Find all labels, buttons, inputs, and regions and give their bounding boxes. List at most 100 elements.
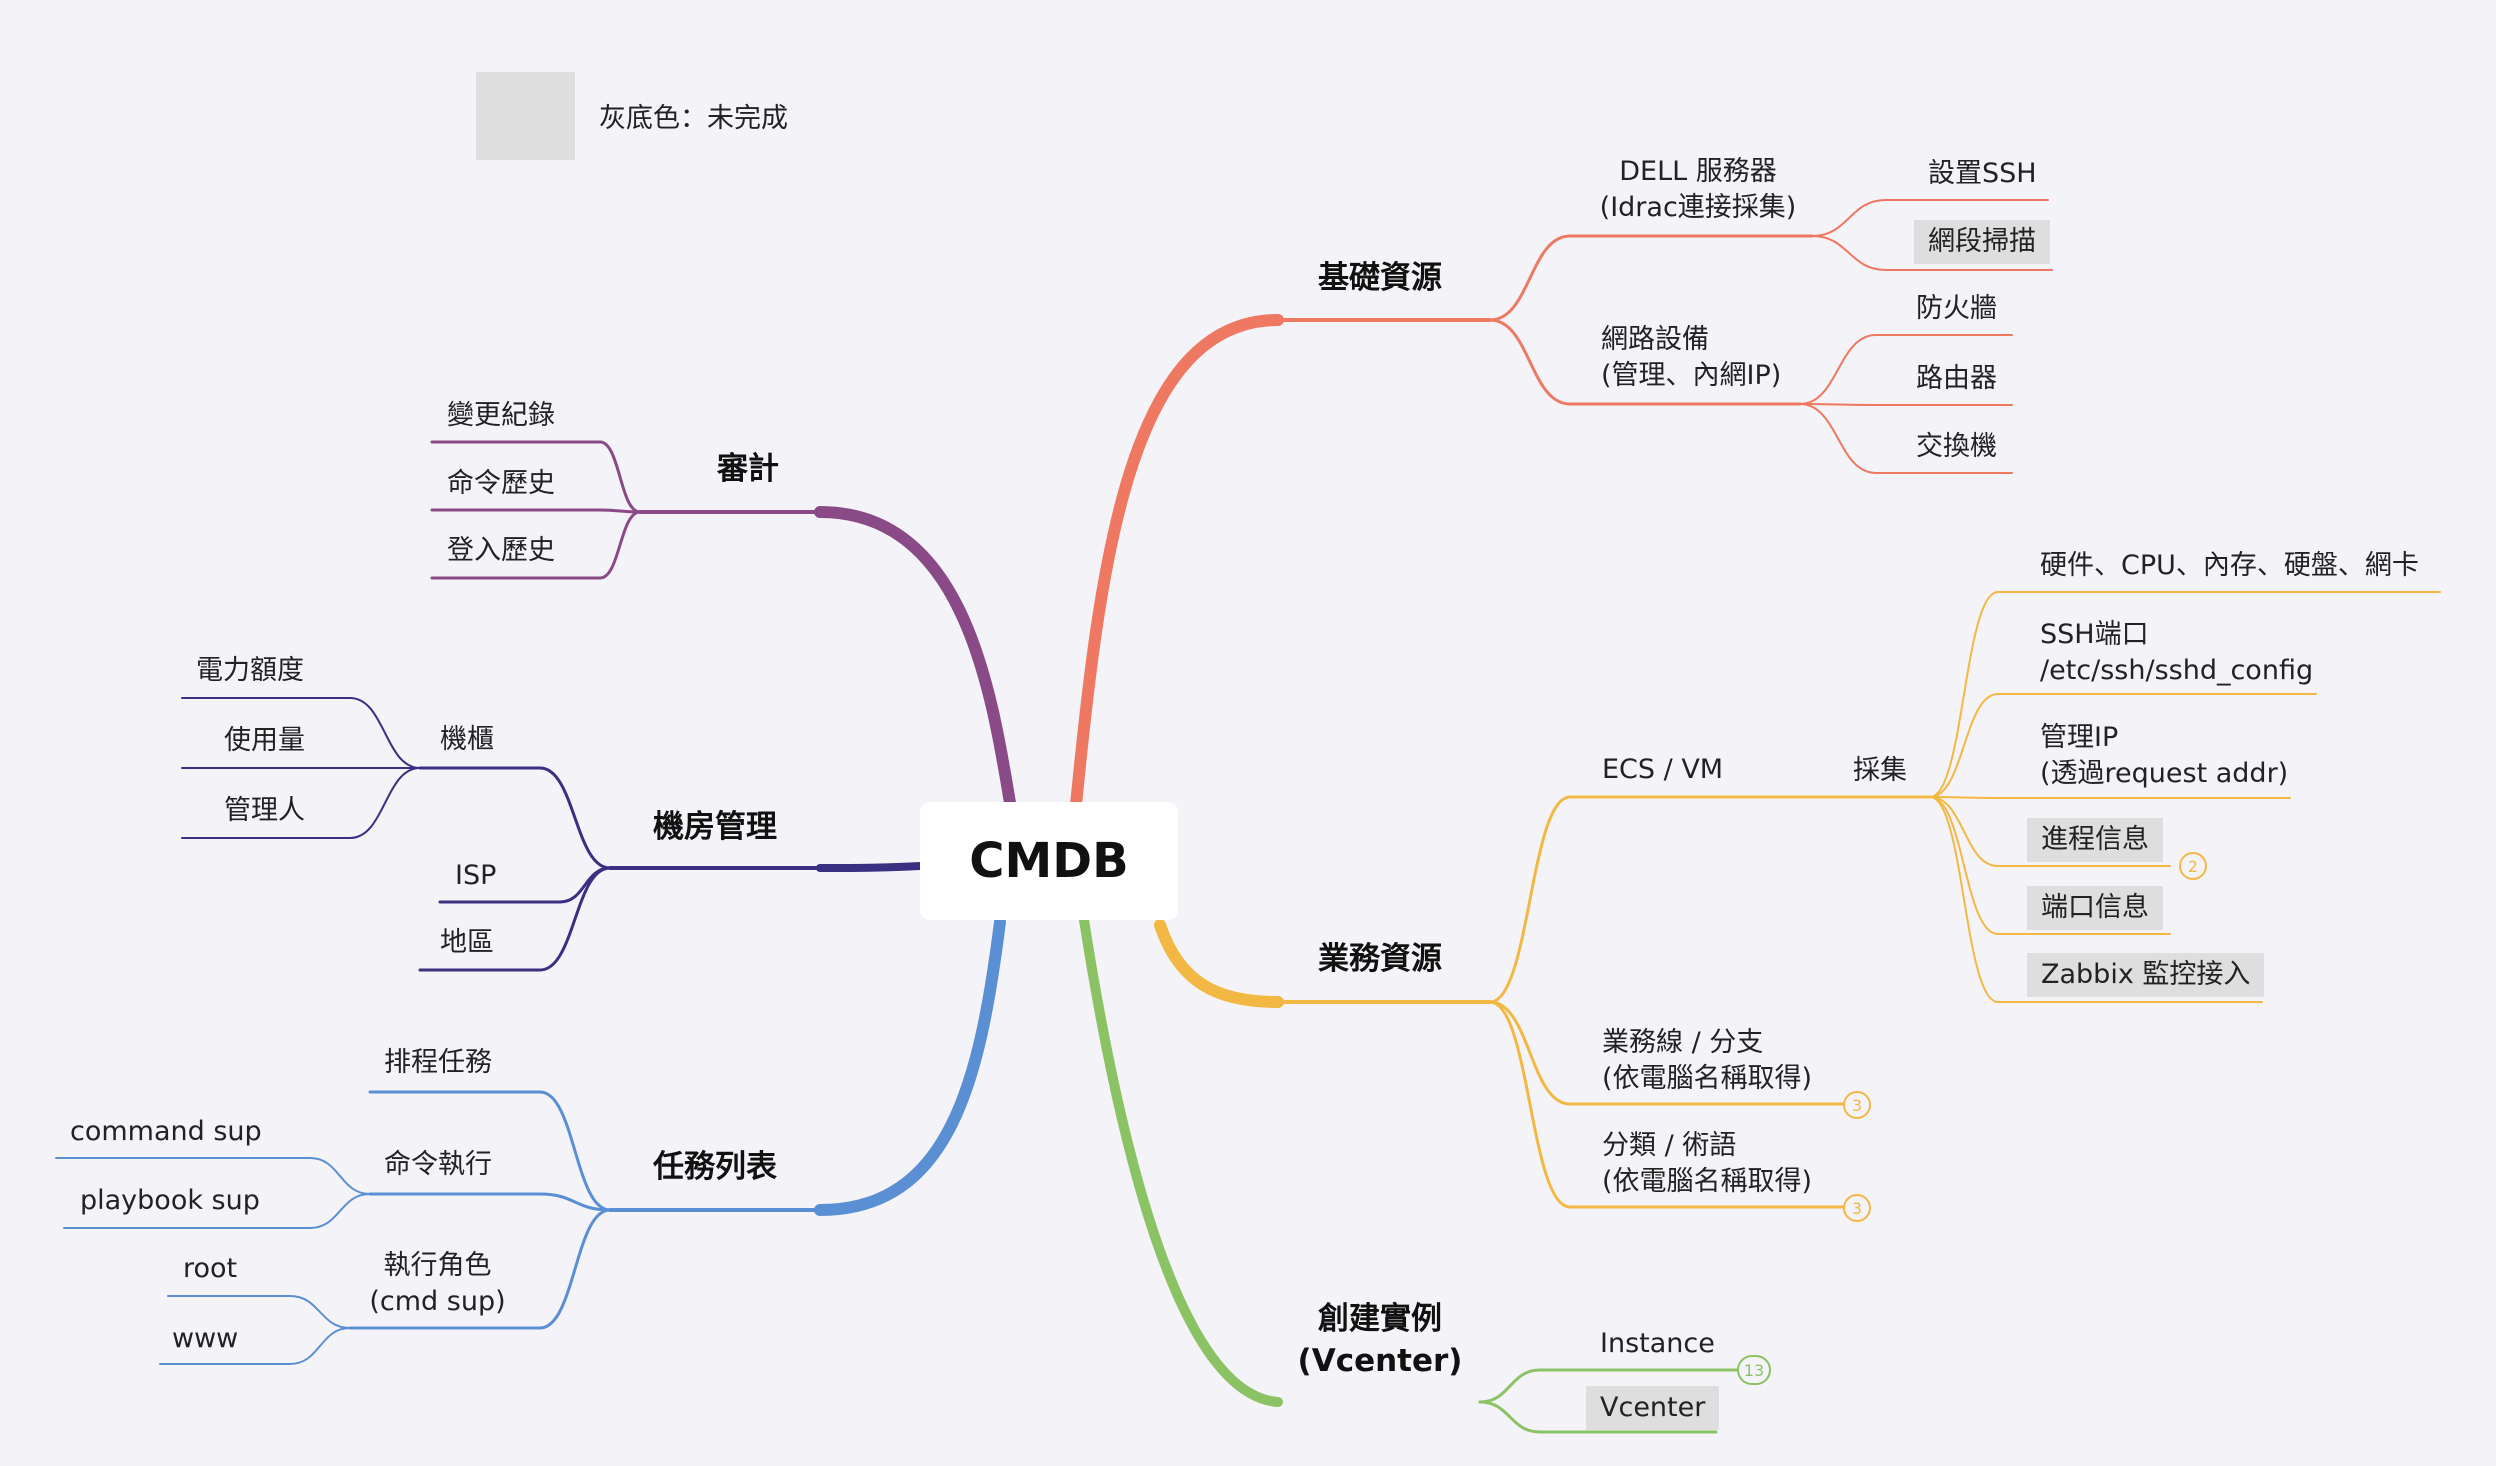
dc-region-connector <box>538 866 612 972</box>
audit-change-connector <box>598 440 642 514</box>
infra-ssh-connector <box>1811 199 1887 237</box>
node-firewall[interactable]: 防火牆 <box>1916 293 1997 324</box>
node-playbook-sup[interactable]: playbook sup <box>80 1185 260 1216</box>
node-category-line2: (依電腦名稱取得) <box>1602 1166 1813 1197</box>
node-create-instance[interactable]: 創建實例 (Vcenter) <box>1280 1298 1480 1382</box>
node-ssh-port-line1: SSH端口 <box>2040 619 2149 650</box>
node-region[interactable]: 地區 <box>440 927 494 958</box>
node-tasks[interactable]: 任務列表 <box>653 1149 777 1185</box>
node-power-quota[interactable]: 電力額度 <box>196 655 304 686</box>
branch-tasks-line <box>814 916 1006 1216</box>
node-create-instance-line2: (Vcenter) <box>1297 1343 1463 1379</box>
branch-audit-line <box>814 506 1016 809</box>
node-usage[interactable]: 使用量 <box>224 725 305 756</box>
node-exec-role-line1: 執行角色 <box>383 1250 492 1281</box>
node-vcenter[interactable]: Vcenter <box>1586 1386 1720 1430</box>
node-command-history[interactable]: 命令歷史 <box>447 468 555 499</box>
node-router[interactable]: 路由器 <box>1916 363 1997 394</box>
business-category-connector <box>1488 1000 1572 1209</box>
node-business[interactable]: 業務資源 <box>1318 941 1442 977</box>
collect-process-connector <box>1929 796 1999 867</box>
node-process-info-count-badge[interactable]: 2 <box>2179 852 2207 880</box>
tasks-cmdsup-connector <box>309 1157 371 1195</box>
dc-rack-connector <box>538 766 612 870</box>
node-infra[interactable]: 基礎資源 <box>1318 260 1442 296</box>
node-mgmt-ip-line2: (透過request addr) <box>2040 758 2289 789</box>
node-collect[interactable]: 採集 <box>1853 755 1907 786</box>
collect-hardware-connector <box>1929 591 1999 798</box>
node-port-info[interactable]: 端口信息 <box>2027 886 2163 930</box>
node-switch[interactable]: 交換機 <box>1916 431 1997 462</box>
root-node[interactable]: CMDB <box>920 802 1178 920</box>
branch-business-line <box>1154 919 1284 1008</box>
collect-zabbix-connector <box>1929 796 1999 1003</box>
node-business-line-line2: (依電腦名稱取得) <box>1602 1063 1813 1094</box>
business-ecs-connector <box>1488 795 1572 1004</box>
node-ecs-vm[interactable]: ECS / VM <box>1602 754 1724 785</box>
dc-manager-connector <box>349 767 421 839</box>
branch-instance-line <box>1079 915 1283 1407</box>
node-business-line-line1: 業務線 / 分支 <box>1602 1027 1764 1058</box>
node-ssh-port-line2: /etc/ssh/sshd_config <box>2040 655 2314 686</box>
branch-infra-line <box>1070 314 1284 811</box>
legend-text: 灰底色：未完成 <box>599 103 788 134</box>
infra-network-connector <box>1488 318 1572 406</box>
node-exec-role-line2: (cmd sup) <box>369 1286 506 1317</box>
legend-swatch <box>476 72 575 160</box>
node-set-ssh[interactable]: 設置SSH <box>1928 158 2037 189</box>
tasks-www-connector <box>289 1327 351 1365</box>
node-hardware[interactable]: 硬件、CPU、內存、硬盤、網卡 <box>2040 550 2419 581</box>
node-category-line1: 分類 / 術語 <box>1602 1130 1737 1161</box>
node-network-device[interactable]: 網路設備 (管理、內網IP) <box>1601 322 1781 394</box>
node-rack[interactable]: 機櫃 <box>440 724 494 755</box>
node-login-history[interactable]: 登入歷史 <box>447 535 555 566</box>
node-dell-server-line1: DELL 服務器 <box>1619 156 1777 187</box>
tasks-root-connector <box>289 1295 351 1329</box>
node-category[interactable]: 分類 / 術語 (依電腦名稱取得) <box>1602 1128 1812 1200</box>
node-zabbix[interactable]: Zabbix 監控接入 <box>2027 953 2265 997</box>
collect-ssh-connector <box>1929 693 1999 798</box>
infra-firewall-connector <box>1799 334 1877 405</box>
node-mgmt-ip[interactable]: 管理IP (透過request addr) <box>2040 720 2288 792</box>
node-subnet-scan[interactable]: 網段掃描 <box>1914 220 2050 264</box>
node-command-exec[interactable]: 命令執行 <box>384 1149 492 1180</box>
infra-dell-connector <box>1488 234 1572 322</box>
node-category-count-badge[interactable]: 3 <box>1843 1194 1871 1222</box>
dc-isp-connector <box>558 866 612 904</box>
node-root[interactable]: root <box>183 1253 238 1284</box>
node-command-sup[interactable]: command sup <box>70 1116 262 1147</box>
node-create-instance-line1: 創建實例 <box>1318 1301 1442 1337</box>
node-scheduled-task[interactable]: 排程任務 <box>384 1047 492 1078</box>
audit-login-connector <box>598 510 642 580</box>
node-process-info[interactable]: 進程信息 <box>2027 818 2163 862</box>
node-audit[interactable]: 審計 <box>717 451 779 487</box>
node-isp[interactable]: ISP <box>455 860 497 891</box>
branch-datacenter-line <box>816 862 924 872</box>
node-www[interactable]: www <box>172 1323 239 1354</box>
node-exec-role[interactable]: 執行角色 (cmd sup) <box>350 1248 525 1320</box>
tasks-role-connector <box>538 1208 612 1330</box>
tasks-command-connector <box>538 1192 612 1212</box>
node-ssh-port[interactable]: SSH端口 /etc/ssh/sshd_config <box>2040 617 2313 689</box>
node-change-log[interactable]: 變更紀錄 <box>447 400 555 431</box>
node-network-device-line1: 網路設備 <box>1601 324 1709 355</box>
node-business-line[interactable]: 業務線 / 分支 (依電腦名稱取得) <box>1602 1025 1812 1097</box>
node-instance-count-badge[interactable]: 13 <box>1737 1355 1771 1385</box>
instance-vcenter-connector <box>1478 1400 1542 1434</box>
node-datacenter[interactable]: 機房管理 <box>653 809 777 845</box>
instance-instance-connector <box>1478 1368 1542 1404</box>
infra-scan-connector <box>1811 235 1887 271</box>
tasks-playbook-connector <box>309 1193 371 1229</box>
node-manager[interactable]: 管理人 <box>224 795 305 826</box>
infra-switch-connector <box>1799 403 1877 474</box>
node-dell-server[interactable]: DELL 服務器 (Idrac連接採集) <box>1598 154 1798 226</box>
node-network-device-line2: (管理、內網IP) <box>1601 360 1782 391</box>
node-instance[interactable]: Instance <box>1600 1328 1715 1359</box>
infra-router-connector <box>1799 403 1877 406</box>
node-business-line-count-badge[interactable]: 3 <box>1843 1091 1871 1119</box>
node-mgmt-ip-line1: 管理IP <box>2040 722 2119 753</box>
collect-mgmt-connector <box>1929 796 1999 799</box>
node-dell-server-line2: (Idrac連接採集) <box>1599 192 1797 223</box>
